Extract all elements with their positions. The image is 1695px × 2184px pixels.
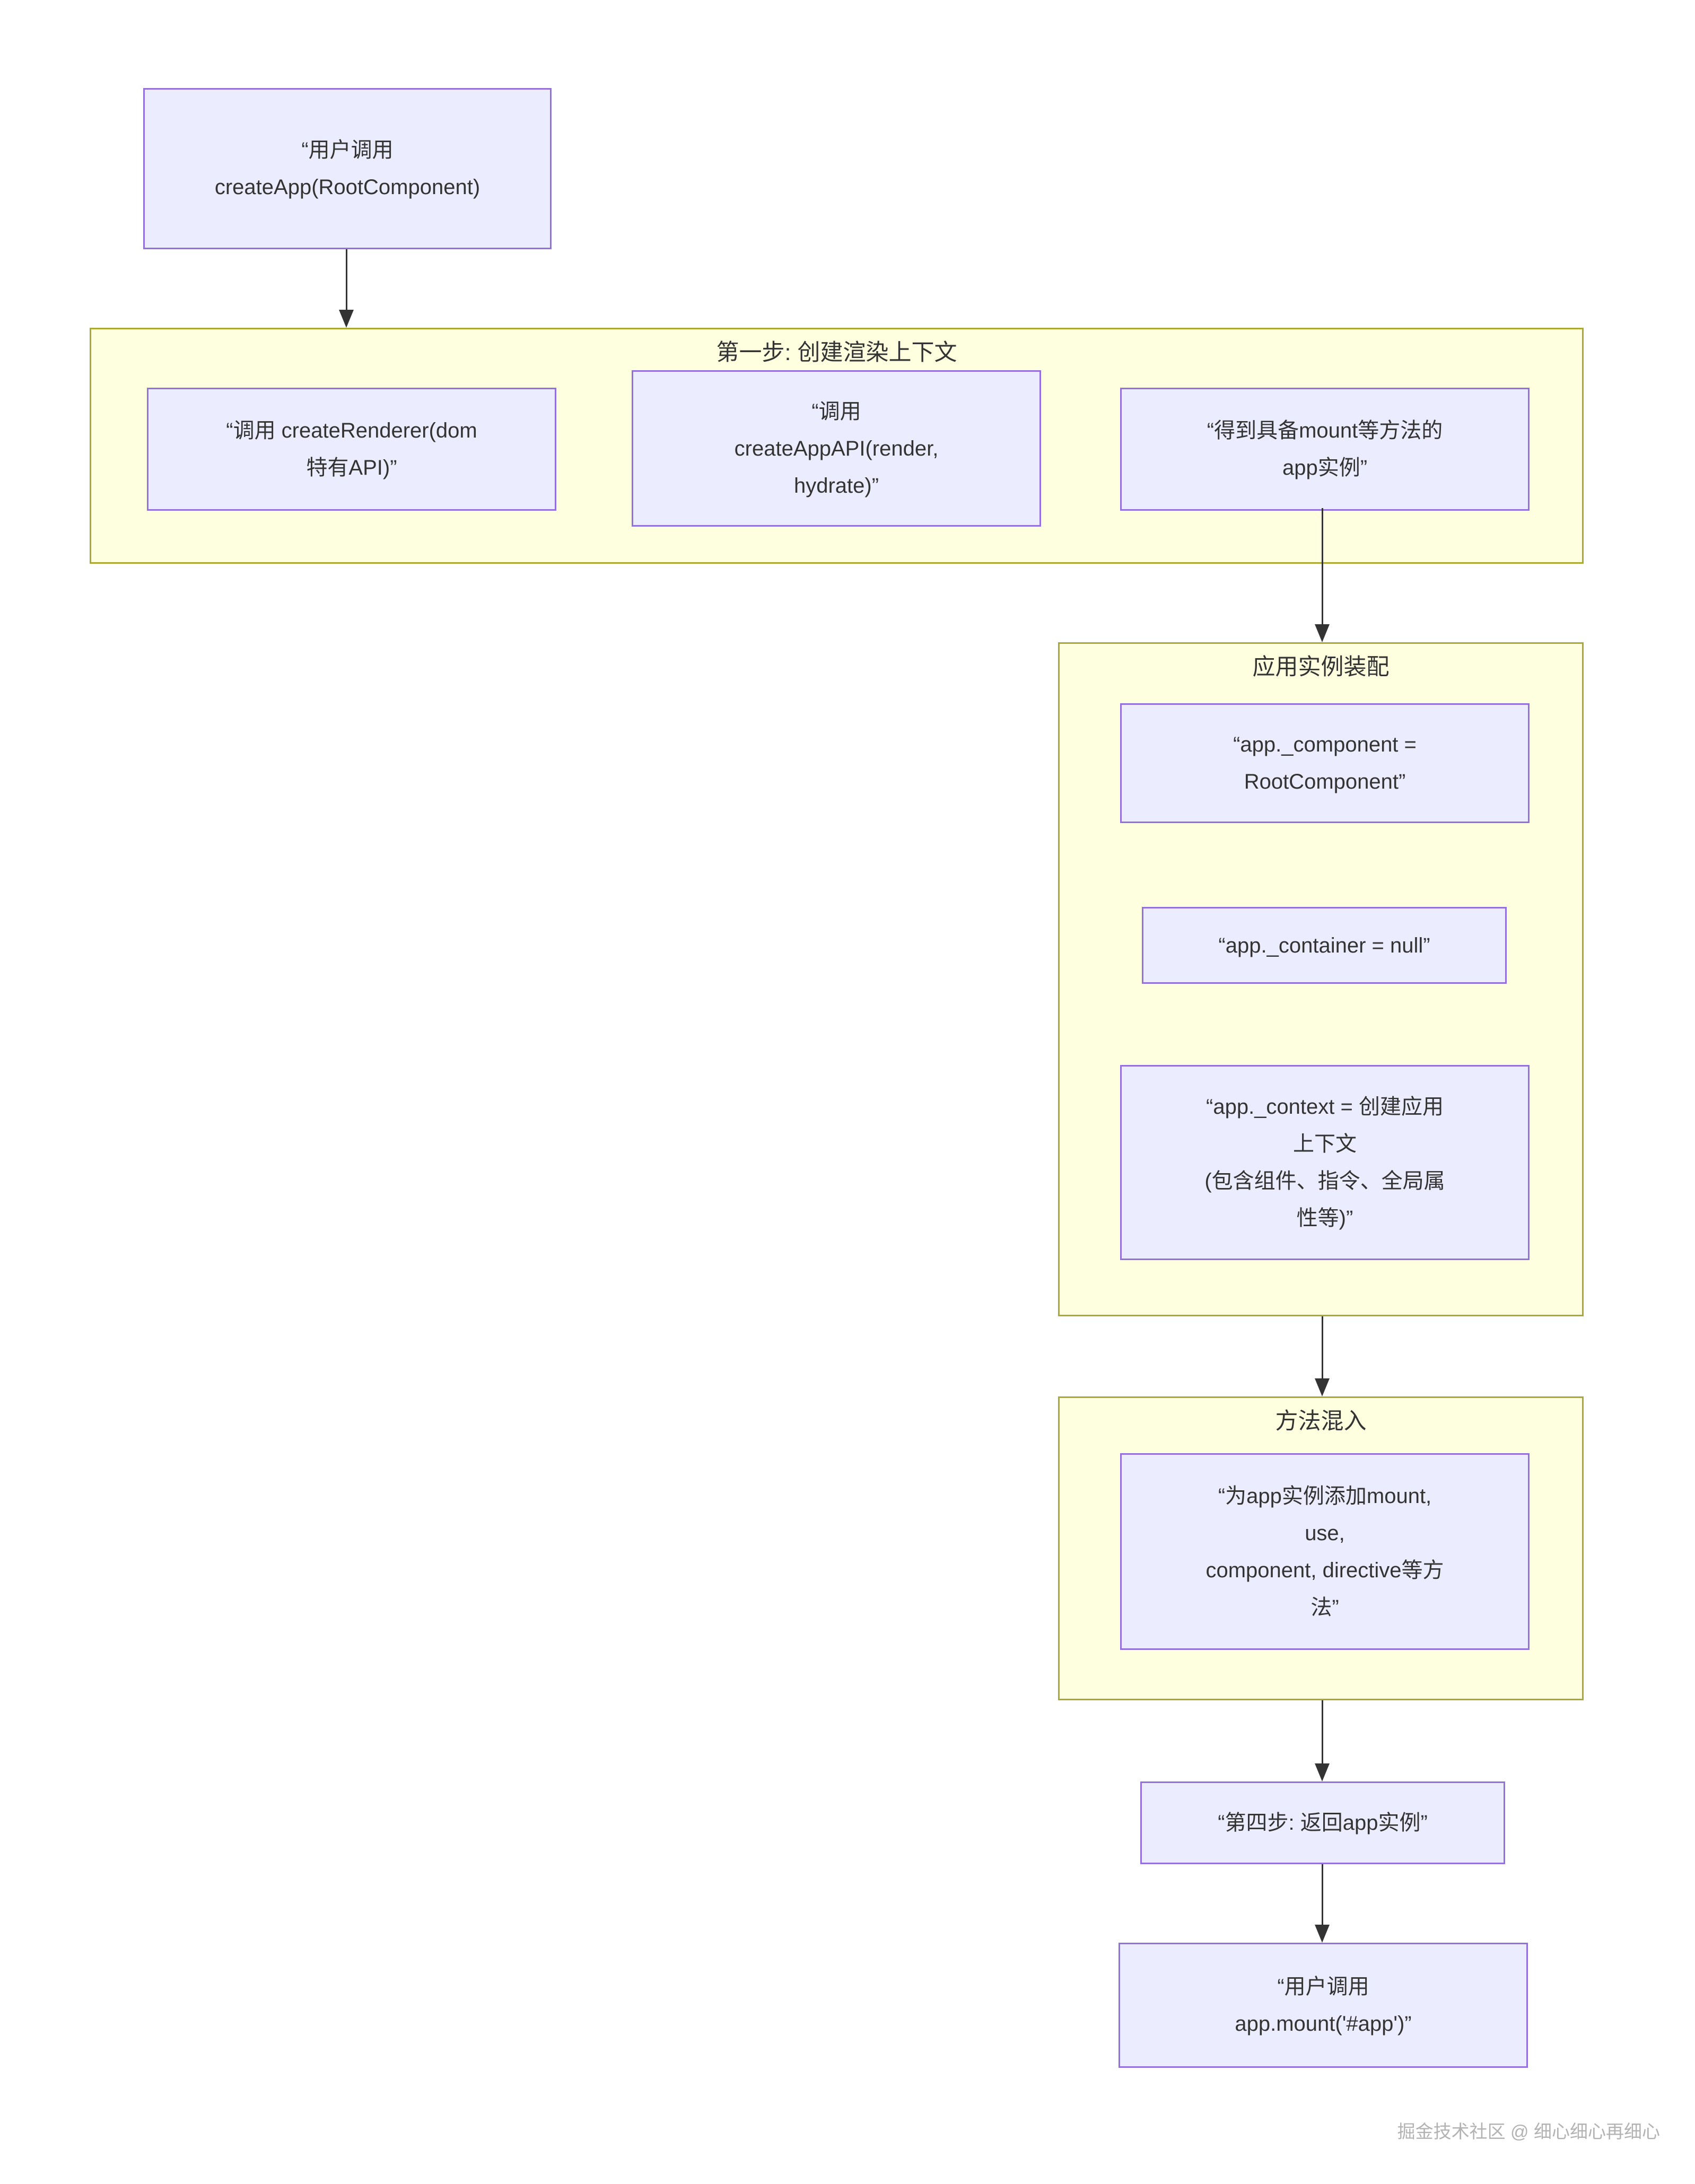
node-label-line: “用户调用 <box>301 138 394 162</box>
node-label-line: 性等)” <box>1296 1207 1353 1230</box>
node-label: “调用 createAppAPI(render, hydrate)” <box>633 393 1039 504</box>
node-label-line: app实例” <box>1282 456 1368 479</box>
node-label-line: createApp(RootComponent) <box>214 176 480 199</box>
node-label-line: use, <box>1305 1521 1345 1545</box>
flow-arrow-return-to-mount <box>1315 1864 1330 1943</box>
node-label-line: 特有API)” <box>306 456 397 479</box>
node-label-line: “调用 <box>811 399 861 423</box>
cluster-mixin-title: 方法混入 <box>1275 1409 1367 1434</box>
cluster-step1-title: 第一步: 创建渲染上下文 <box>716 340 957 365</box>
node-label-line: “为app实例添加mount, <box>1218 1484 1432 1508</box>
node-label-line: “用户调用 <box>1277 1975 1369 1998</box>
node-call-createrenderer: “调用 createRenderer(dom 特有API)” <box>147 388 556 511</box>
flow-arrow-appinstance-to-assembly <box>1315 508 1330 642</box>
node-label-line: createAppAPI(render, <box>734 436 939 460</box>
node-label-line: RootComponent” <box>1244 770 1406 793</box>
node-label: “app._context = 创建应用 上下文 (包含组件、指令、全局属 性等… <box>1122 1088 1528 1237</box>
cluster-mixin: 方法混入 “为app实例添加mount, use, component, dir… <box>1058 1396 1584 1700</box>
arrowhead-icon <box>339 310 354 328</box>
node-label-line: (包含组件、指令、全局属 <box>1204 1169 1445 1193</box>
node-label: “为app实例添加mount, use, component, directiv… <box>1122 1478 1528 1626</box>
node-user-mount: “用户调用 app.mount('#app')” <box>1119 1943 1528 2068</box>
node-label-line: hydrate)” <box>793 474 879 497</box>
node-label-line: “得到具备mount等方法的 <box>1207 419 1443 442</box>
arrowhead-icon <box>1315 1763 1330 1781</box>
arrow-shaft <box>1321 1864 1323 1927</box>
node-app-container: “app._container = null” <box>1142 907 1507 984</box>
node-label: “得到具备mount等方法的 app实例” <box>1122 412 1528 486</box>
cluster-assembly: 应用实例装配 “app._component = RootComponent” … <box>1058 642 1584 1316</box>
cluster-assembly-title: 应用实例装配 <box>1252 654 1390 680</box>
flow-arrow-createapp-to-step1 <box>339 249 354 328</box>
node-label-line: 上下文 <box>1293 1132 1357 1156</box>
node-label-line: “调用 createRenderer(dom <box>226 419 477 442</box>
arrowhead-icon <box>1315 1925 1330 1943</box>
node-call-createappapi: “调用 createAppAPI(render, hydrate)” <box>632 370 1041 527</box>
arrow-shaft <box>1321 1316 1323 1381</box>
node-label: “第四步: 返回app实例” <box>1142 1804 1504 1841</box>
flow-arrow-mixin-to-return <box>1315 1700 1330 1781</box>
node-label-line: component, directive等方 <box>1205 1558 1444 1582</box>
node-label: “app._component = RootComponent” <box>1122 726 1528 800</box>
node-label-line: “app._context = 创建应用 <box>1206 1095 1444 1119</box>
arrow-shaft <box>1321 1700 1323 1766</box>
arrowhead-icon <box>1315 624 1330 642</box>
node-user-createapp: “用户调用 createApp(RootComponent) <box>143 88 552 249</box>
node-app-context: “app._context = 创建应用 上下文 (包含组件、指令、全局属 性等… <box>1120 1065 1530 1260</box>
node-label: “用户调用 app.mount('#app')” <box>1120 1968 1526 2042</box>
node-label-line: “第四步: 返回app实例” <box>1218 1811 1428 1834</box>
node-return-app: “第四步: 返回app实例” <box>1140 1781 1505 1864</box>
node-label: “调用 createRenderer(dom 特有API)” <box>148 412 555 486</box>
watermark: 掘金技术社区 @ 细心细心再细心 <box>1397 2122 1660 2142</box>
node-label-line: “app._container = null” <box>1218 933 1430 957</box>
arrow-shaft <box>345 249 347 312</box>
cluster-step1: 第一步: 创建渲染上下文 “调用 createRenderer(dom 特有AP… <box>90 328 1584 564</box>
arrowhead-icon <box>1315 1378 1330 1396</box>
node-label: “app._container = null” <box>1143 927 1505 964</box>
node-label-line: “app._component = <box>1233 733 1417 756</box>
arrow-shaft <box>1321 508 1323 626</box>
node-label: “用户调用 createApp(RootComponent) <box>145 132 550 206</box>
node-app-component: “app._component = RootComponent” <box>1120 703 1530 823</box>
flow-arrow-assembly-to-mixin <box>1315 1316 1330 1396</box>
node-label-line: app.mount('#app')” <box>1235 2012 1412 2036</box>
node-app-instance: “得到具备mount等方法的 app实例” <box>1120 388 1530 511</box>
node-method-mixin: “为app实例添加mount, use, component, directiv… <box>1120 1453 1530 1650</box>
node-label-line: 法” <box>1310 1595 1339 1619</box>
